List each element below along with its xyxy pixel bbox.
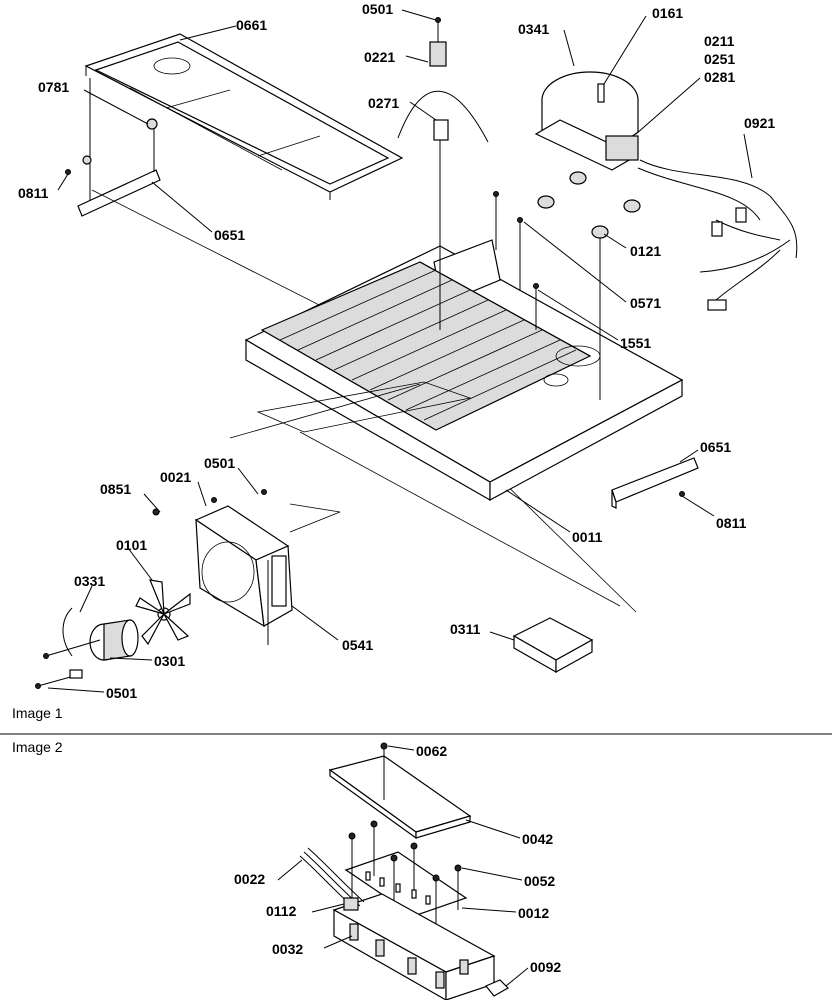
callout-0052: 0052 — [524, 873, 555, 889]
callout-0042: 0042 — [522, 831, 553, 847]
callout-0092: 0092 — [530, 959, 561, 975]
harness-wire — [299, 847, 365, 911]
wiring-harness — [637, 159, 798, 311]
callout-0251: 0251 — [704, 51, 735, 67]
callout-0032: 0032 — [272, 941, 303, 957]
callout-0571: 0571 — [630, 295, 661, 311]
callout-0211: 0211 — [704, 33, 735, 49]
base-pan — [244, 239, 684, 502]
image-2-leaders — [277, 745, 529, 987]
callout-0501: 0501 — [106, 685, 137, 701]
condenser-fan-assembly — [35, 508, 191, 689]
control-cover — [328, 742, 472, 840]
image-1-caption: Image 1 — [12, 705, 63, 721]
fan-blade — [135, 579, 191, 646]
callout-0112: 0112 — [266, 903, 297, 919]
control-box — [512, 617, 594, 674]
fan-shroud — [194, 489, 293, 645]
callout-0661: 0661 — [236, 17, 267, 33]
callout-0062: 0062 — [416, 743, 447, 759]
compressor — [534, 71, 641, 400]
callout-0161: 0161 — [652, 5, 683, 21]
callout-0101: 0101 — [116, 537, 147, 553]
leader-lines — [47, 9, 753, 693]
fan-motor — [89, 619, 139, 661]
callout-0121: 0121 — [630, 243, 661, 259]
image-2-callouts: 0062 0042 0022 0052 0112 0012 0032 0092 — [234, 743, 561, 975]
image-2-caption: Image 2 — [12, 739, 63, 755]
callout-0022: 0022 — [234, 871, 265, 887]
connector-plug — [485, 960, 509, 997]
callout-0501: 0501 — [362, 1, 393, 17]
image-2-panel: Image 2 — [12, 739, 561, 1000]
callout-0281: 0281 — [704, 69, 735, 85]
guide-line — [299, 431, 621, 607]
image-1-panel: 0501 0661 0781 0811 0651 0221 0271 0341 … — [12, 1, 798, 721]
screws — [493, 191, 539, 330]
callout-0271: 0271 — [368, 95, 399, 111]
top-cover-panel — [84, 33, 404, 200]
callout-0331: 0331 — [74, 573, 105, 589]
callout-0221: 0221 — [364, 49, 395, 65]
callout-0311: 0311 — [450, 621, 481, 637]
motor-bracket — [62, 607, 73, 657]
callout-1551: 1551 — [620, 335, 651, 351]
callout-0012: 0012 — [518, 905, 549, 921]
callout-0501: 0501 — [204, 455, 235, 471]
callout-0021: 0021 — [160, 469, 191, 485]
control-housing — [332, 893, 496, 1000]
callout-0811: 0811 — [18, 185, 49, 201]
left-bracket — [65, 78, 161, 217]
condenser-coil — [260, 261, 592, 431]
callout-0651: 0651 — [214, 227, 245, 243]
callout-0341: 0341 — [518, 21, 549, 37]
callout-0541: 0541 — [342, 637, 373, 653]
callout-0781: 0781 — [38, 79, 69, 95]
callout-0301: 0301 — [154, 653, 185, 669]
callout-0011: 0011 — [572, 529, 603, 545]
callout-0921: 0921 — [744, 115, 775, 131]
image-1-callouts: 0501 0661 0781 0811 0651 0221 0271 0341 … — [18, 1, 775, 701]
callout-0851: 0851 — [100, 481, 131, 497]
callout-0651: 0651 — [700, 439, 731, 455]
drain-heater-parts — [397, 17, 489, 330]
callout-0811: 0811 — [716, 515, 747, 531]
right-bracket — [611, 457, 699, 509]
